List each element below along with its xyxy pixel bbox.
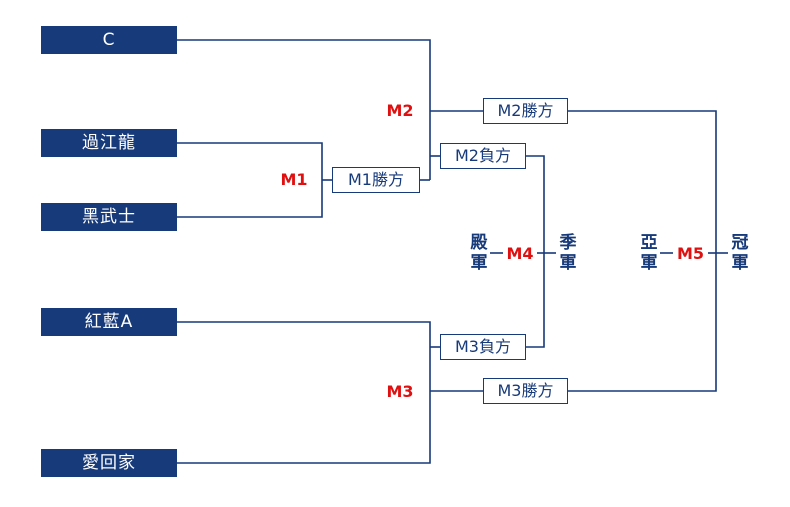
result-m3-winner: M3勝方 xyxy=(483,378,568,404)
placement-fourth: 殿 軍 xyxy=(469,233,489,273)
placement-champion-char-2: 軍 xyxy=(731,253,749,273)
result-m3-loser: M3負方 xyxy=(440,334,526,360)
team-ai-hui-jia: 愛回家 xyxy=(41,449,177,477)
team-guo-jiang-long: 過江龍 xyxy=(41,129,177,157)
team-c: C xyxy=(41,26,177,54)
result-m1-winner: M1勝方 xyxy=(332,167,420,193)
placement-fourth-char-1: 殿 xyxy=(470,233,488,253)
placement-fourth-char-2: 軍 xyxy=(470,253,488,273)
match-label-m2: M2 xyxy=(386,101,414,120)
result-m2-winner: M2勝方 xyxy=(483,98,568,124)
placement-champion-char-1: 冠 xyxy=(731,233,749,253)
match-label-m1: M1 xyxy=(280,170,308,189)
placement-second-char-1: 亞 xyxy=(640,233,658,253)
placement-champion: 冠 軍 xyxy=(730,233,750,273)
placement-third-char-2: 軍 xyxy=(559,253,577,273)
match-label-m5: M5 xyxy=(676,244,705,263)
connector-m3 xyxy=(177,321,431,464)
match-label-m4: M4 xyxy=(506,244,534,263)
connector-c xyxy=(177,39,431,180)
placement-second: 亞 軍 xyxy=(639,233,659,273)
team-hei-wu-shi: 黑武士 xyxy=(41,203,177,231)
result-m2-loser: M2負方 xyxy=(440,143,526,169)
connector-m5 xyxy=(568,110,717,392)
match-label-m3: M3 xyxy=(386,382,414,401)
placement-third-char-1: 季 xyxy=(559,233,577,253)
team-hong-lan-a: 紅藍A xyxy=(41,308,177,336)
placement-third: 季 軍 xyxy=(558,233,578,273)
placement-second-char-2: 軍 xyxy=(640,253,658,273)
connector-m4 xyxy=(526,155,545,348)
